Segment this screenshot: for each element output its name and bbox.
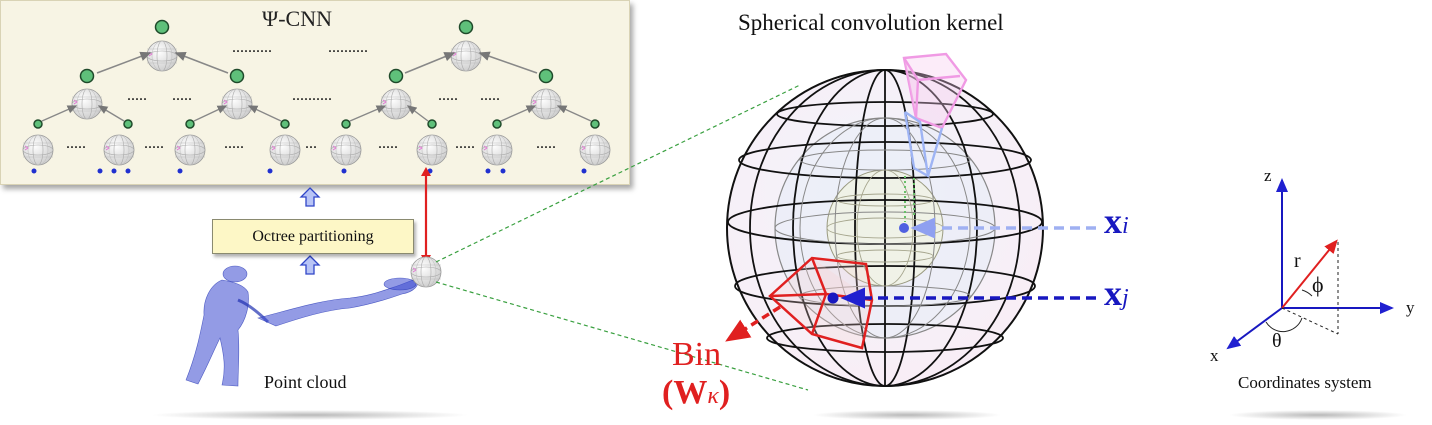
shadow-right [1228, 410, 1408, 420]
red-link-arrow [421, 167, 431, 264]
blue-bin [903, 111, 944, 178]
svg-text:..........: .......... [328, 39, 368, 56]
svg-text:.....: ..... [455, 135, 475, 152]
svg-text:.....: ..... [144, 135, 164, 152]
svg-text:..........: .......... [232, 39, 272, 56]
cnn-level-2 [71, 51, 562, 120]
phi-label: ϕ [1312, 272, 1324, 297]
coordinates-diagram [1226, 178, 1394, 350]
svg-text:.....: ..... [66, 135, 86, 152]
y-axis-label: y [1406, 298, 1415, 317]
octree-partitioning-box: Octree partitioning [212, 219, 414, 254]
bin-weight-close: ) [718, 374, 731, 411]
bin-weight-base: (W [662, 374, 708, 411]
svg-text:.....: ..... [127, 87, 147, 104]
kernel-title: Spherical convolution kernel [738, 10, 1004, 35]
z-axis-label: z [1264, 166, 1272, 185]
shadow-left [150, 410, 470, 420]
svg-text:.....: ..... [536, 135, 556, 152]
r-label: r [1294, 250, 1301, 272]
cnn-ellipsis: .......... .......... ..... ..... ......… [66, 39, 556, 152]
up-arrow-icon [299, 187, 321, 275]
point-cloud-figure [185, 265, 419, 387]
svg-text:.....: ..... [438, 87, 458, 104]
xi-label: xi [1104, 200, 1129, 242]
xi-sub: i [1122, 213, 1129, 239]
xj-sub: j [1122, 285, 1129, 311]
bin-label: Bin [672, 336, 722, 373]
xj-base: x [1104, 273, 1122, 313]
xj-label: xj [1104, 272, 1129, 314]
svg-text:.....: ..... [172, 87, 192, 104]
coordinates-title: Coordinates system [1238, 373, 1372, 392]
svg-text:...: ... [305, 135, 317, 152]
cnn-tree: .......... .......... ..... ..... ......… [22, 19, 611, 174]
x-axis-label: x [1210, 346, 1219, 365]
svg-text:.....: ..... [224, 135, 244, 152]
cnn-level-3 [22, 105, 611, 166]
svg-text:..........: .......... [292, 87, 332, 104]
bin-weight-sub: κ [707, 383, 719, 409]
coordinates-aux [1265, 239, 1339, 335]
point-cloud-label: Point cloud [264, 372, 347, 392]
xi-base: x [1104, 201, 1122, 241]
bin-weight-label: (Wκ) [662, 374, 730, 412]
svg-text:.....: ..... [480, 87, 500, 104]
zoom-lines [435, 84, 809, 391]
spherical-kernel [726, 52, 1044, 387]
svg-text:.....: ..... [378, 135, 398, 152]
bin-arrow [725, 305, 781, 342]
cnn-leaf-points [31, 168, 587, 174]
theta-label: θ [1272, 330, 1282, 352]
cnn-level-1 [146, 19, 482, 72]
shadow-mid [812, 410, 1002, 420]
psi-cnn-title: Ψ-CNN [262, 6, 333, 31]
pink-bin [902, 52, 968, 130]
